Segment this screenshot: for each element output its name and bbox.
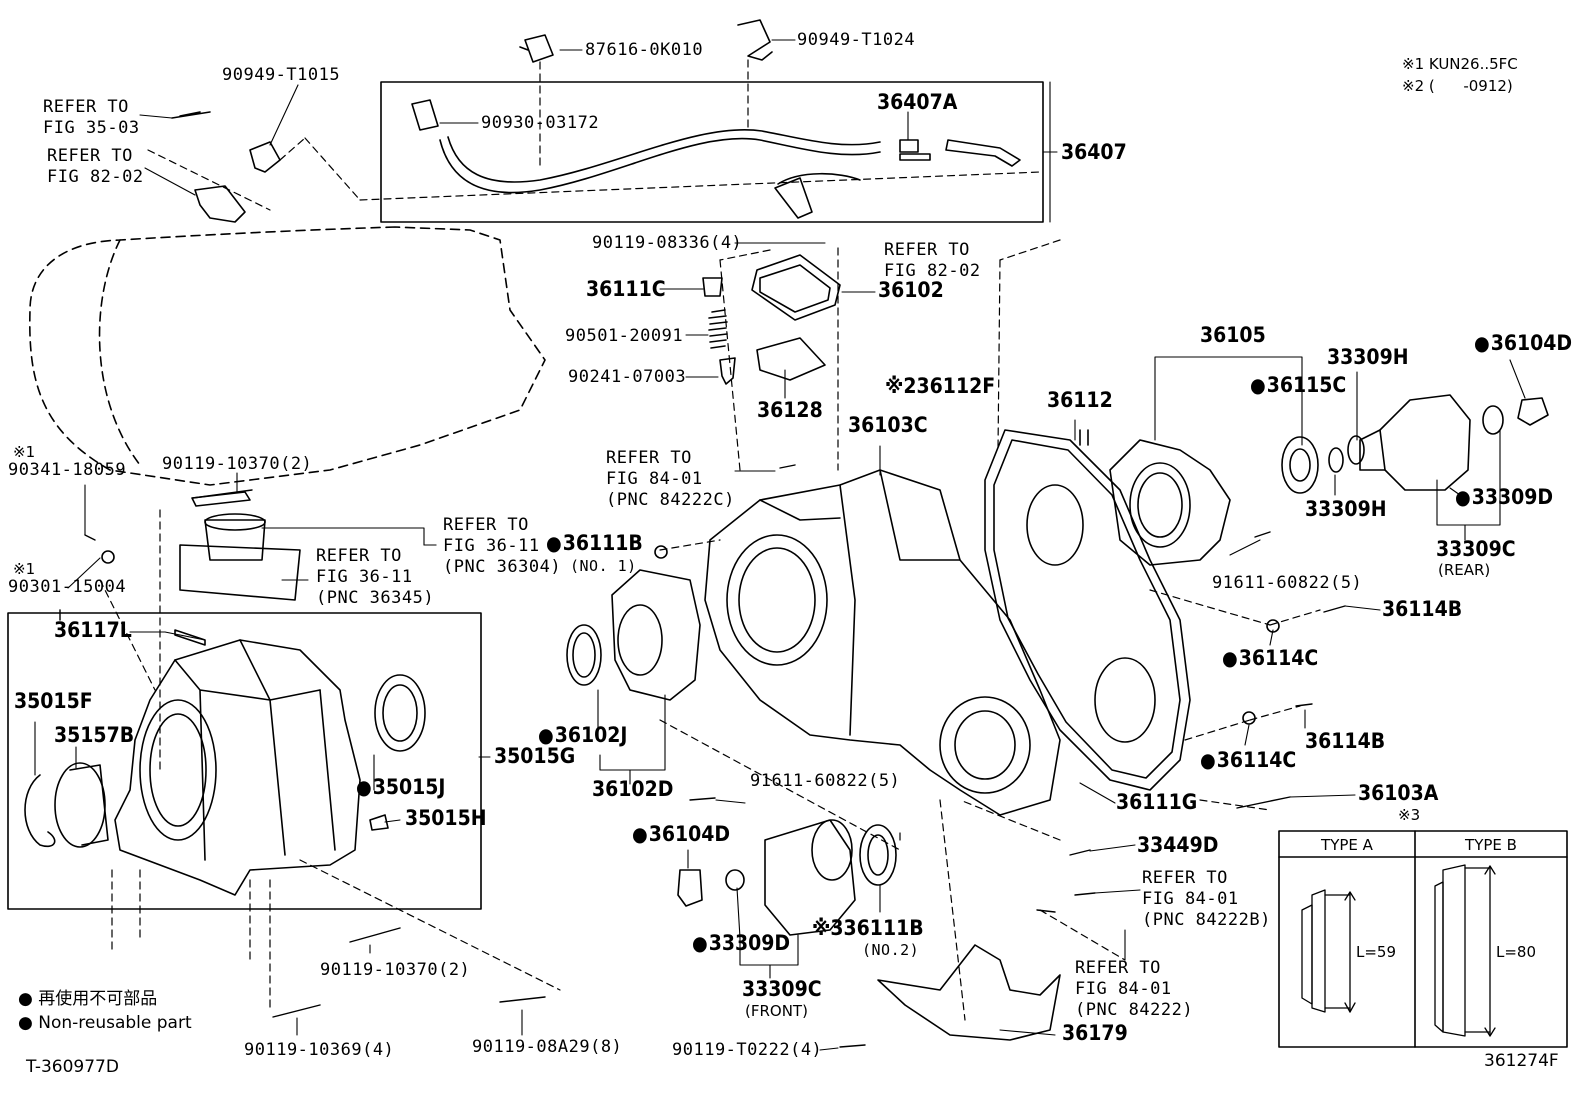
label-36111B-no1: 36111B: [546, 533, 643, 554]
label-36103A: 36103A: [1358, 781, 1439, 805]
label-33309D-front: 33309D: [692, 933, 790, 954]
type-a-title: TYPE A: [1321, 836, 1373, 854]
type-b-drawing: [1434, 864, 1496, 1037]
legend-en: ● Non-reusable part: [18, 1013, 192, 1033]
ref-fig-84-01-84222: REFER TO FIG 84-01 (PNC 84222): [1075, 958, 1194, 1020]
label-36104D-rear: 36104D: [1474, 333, 1572, 354]
label-33449D: 33449D: [1137, 833, 1219, 857]
label-90501-20091: 90501-20091: [565, 326, 684, 346]
label-90301-15004: 90301-15004: [8, 577, 127, 597]
label-36114B-lower: 36114B: [1305, 729, 1386, 753]
ref-fig-84-01-84222B: REFER TO FIG 84-01 (PNC 84222B): [1142, 868, 1271, 930]
type-a-drawing: [1301, 889, 1356, 1013]
type-table-box: [1278, 830, 1568, 1048]
label-36104D-front: 36104D: [632, 824, 730, 845]
transmission-outline: [28, 226, 546, 486]
label-90119-08A29: 90119-08A29(8): [472, 1037, 623, 1057]
ref-fig-82-02-right: REFER TO FIG 82-02: [884, 240, 981, 281]
label-no2: (NO.2): [862, 941, 920, 959]
label-33309D-rear: 33309D: [1455, 487, 1553, 508]
label-90119-10370-top: 90119-10370(2): [162, 454, 313, 474]
label-36111G: 36111G: [1116, 790, 1198, 814]
label-36115C: 36115C: [1250, 375, 1347, 396]
diagram-id: T-360977D: [26, 1057, 119, 1077]
clip-87616: [519, 34, 554, 63]
label-35015J: 35015J: [356, 777, 446, 798]
label-90241-07003: 90241-07003: [568, 367, 687, 387]
note-1: ※1 KUN26..5FC: [1402, 55, 1518, 73]
label-36179: 36179: [1062, 1021, 1128, 1045]
label-91611-60822-lower: 91611-60822(5): [750, 771, 901, 791]
bracket-90949-1015: [249, 141, 281, 173]
label-35015G: 35015G: [494, 744, 576, 768]
label-36114C-lower: 36114C: [1200, 750, 1297, 771]
transfer-case-art: [566, 254, 1061, 816]
label-33309H-bottom: 33309H: [1305, 497, 1387, 521]
legend-jp: ● 再使用不可部品: [18, 989, 158, 1009]
label-90119-10369: 90119-10369(4): [244, 1040, 395, 1060]
label-36114C-upper: 36114C: [1222, 648, 1319, 669]
label-90949-T1015: 90949-T1015: [222, 65, 341, 85]
label-90119-T0222: 90119-T0222(4): [672, 1040, 823, 1060]
label-33309C-rear: 33309C: [1436, 537, 1516, 561]
label-36407A: 36407A: [877, 90, 958, 114]
label-36128: 36128: [757, 398, 823, 422]
label-36112F: ※236112F: [885, 374, 996, 398]
type-mark: ※3: [1398, 806, 1421, 824]
ref-fig-82-02-left: REFER TO FIG 82-02: [47, 146, 144, 187]
note-mark-1-b: ※1: [13, 560, 36, 578]
type-b-length: L=80: [1496, 943, 1537, 961]
label-36114B-upper: 36114B: [1382, 597, 1463, 621]
label-90949-T1024: 90949-T1024: [797, 30, 916, 50]
label-36407: 36407: [1061, 140, 1127, 164]
label-35015H: 35015H: [405, 806, 487, 830]
label-front: (FRONT): [745, 1002, 808, 1020]
label-90930-03172: 90930-03172: [481, 113, 600, 133]
label-33309C-front: 33309C: [742, 977, 822, 1001]
label-33309H-top: 33309H: [1327, 345, 1409, 369]
bracket-36179: [877, 944, 1061, 1041]
label-90341-18059: 90341-18059: [8, 460, 127, 480]
label-36103C: 36103C: [848, 413, 928, 437]
figure-code: 361274F: [1484, 1051, 1559, 1071]
label-36102D: 36102D: [592, 777, 674, 801]
label-90119-08336: 90119-08336(4): [592, 233, 743, 253]
type-b-title: TYPE B: [1465, 836, 1517, 854]
label-36105: 36105: [1200, 323, 1266, 347]
ref-fig-36-11-36304: REFER TO FIG 36-11 (PNC 36304): [443, 515, 562, 577]
ref-fig-84-01-84222C: REFER TO FIG 84-01 (PNC 84222C): [606, 448, 735, 510]
label-87616-0K010: 87616-0K010: [585, 40, 704, 60]
breather-hose: [439, 137, 881, 194]
ref-fig-35-03: REFER TO FIG 35-03: [43, 97, 140, 138]
note-mark-1-a: ※1: [13, 443, 36, 461]
note-2: ※2 ( -0912): [1402, 77, 1513, 95]
label-36117L: 36117L: [54, 618, 132, 642]
label-36102J: 36102J: [538, 725, 628, 746]
label-35015F: 35015F: [14, 689, 93, 713]
ref-fig-36-11-36345: REFER TO FIG 36-11 (PNC 36345): [316, 546, 435, 608]
label-no1: (NO. 1): [570, 557, 637, 575]
label-36102: 36102: [878, 278, 944, 302]
bolts: [59, 464, 1346, 1048]
front-flange-art: [677, 819, 897, 936]
rear-case-art: [984, 394, 1549, 791]
label-35157B: 35157B: [54, 723, 135, 747]
label-36111B-no2: ※336111B: [812, 916, 924, 940]
clip-90949-1024: [737, 19, 773, 61]
bracket-refer-82-02: [194, 185, 246, 223]
label-91611-60822-upper: 91611-60822(5): [1212, 573, 1363, 593]
type-a-length: L=59: [1356, 943, 1397, 961]
label-rear: (REAR): [1438, 561, 1491, 579]
extension-housing-box: [7, 612, 482, 910]
extension-housing-art: [24, 491, 426, 896]
label-36111C: 36111C: [586, 277, 666, 301]
label-90119-10370-bottom: 90119-10370(2): [320, 960, 471, 980]
label-36112: 36112: [1047, 388, 1113, 412]
